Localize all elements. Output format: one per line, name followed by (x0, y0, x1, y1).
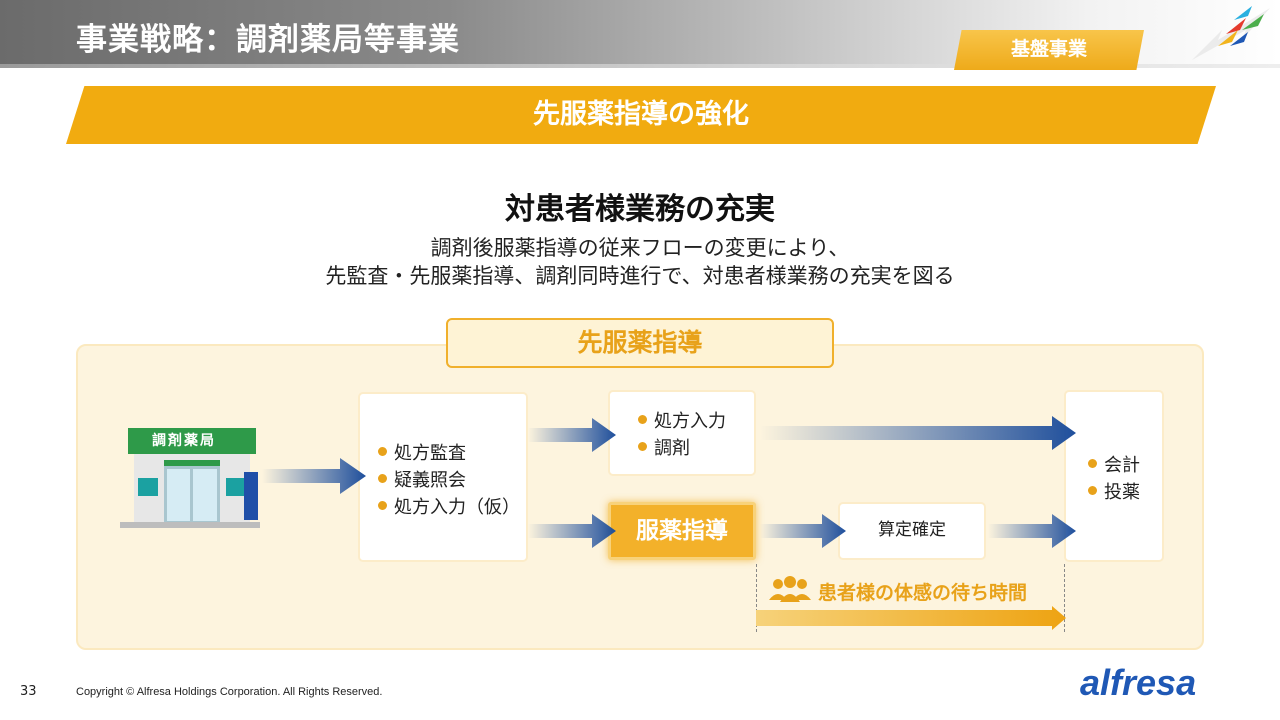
bullet-icon (638, 415, 647, 424)
pharmacy-store-icon: 調剤薬局 (120, 428, 260, 528)
store-sign: 調剤薬局 (128, 428, 256, 454)
store-door-divider (190, 466, 193, 524)
page-title: 事業戦略：調剤薬局等事業 (76, 22, 460, 58)
store-awning (164, 460, 220, 466)
dispensing-box (608, 390, 756, 476)
section-banner (66, 86, 1216, 144)
calc-label: 算定確定 (878, 520, 946, 540)
bullet-icon (378, 501, 387, 510)
bullet-icon (378, 447, 387, 456)
store-window-right (226, 478, 246, 496)
flow-diagram-area (76, 344, 1204, 650)
subheading: 対患者様業務の充実 (505, 192, 775, 227)
arrow-right-icon (528, 418, 616, 452)
arrow-right-icon (760, 514, 846, 548)
description-line-1: 調剤後服薬指導の従来フローの変更により、 (430, 236, 850, 260)
people-icon (769, 576, 811, 602)
list-item: 投薬 (1088, 477, 1140, 504)
bullet-icon (638, 442, 647, 451)
list-item: 処方入力 (638, 406, 726, 433)
copyright-text: Copyright © Alfresa Holdings Corporation… (76, 686, 383, 698)
arrow-right-icon (262, 458, 366, 494)
page-number: 33 (20, 684, 37, 699)
prescription-check-list: 処方監査 疑義照会 処方入力（仮） (378, 438, 520, 519)
medication-guidance-box: 服薬指導 (608, 502, 756, 560)
list-item: 会計 (1088, 450, 1140, 477)
store-floor (120, 522, 260, 528)
store-window-left (138, 478, 158, 496)
flow-section-label: 先服薬指導 (446, 318, 834, 368)
calc-box (838, 502, 986, 560)
list-item: 疑義照会 (378, 465, 520, 492)
list-item: 処方入力（仮） (378, 492, 520, 519)
store-side-plate (244, 472, 258, 520)
category-badge: 基盤事業 (954, 30, 1144, 70)
header-stripe (0, 64, 1280, 68)
wait-time-label: 患者様の体感の待ち時間 (818, 582, 1028, 604)
wait-end-marker (1064, 564, 1065, 632)
list-item: 調剤 (638, 433, 726, 460)
bullet-icon (1088, 459, 1097, 468)
arrow-right-icon (988, 514, 1076, 548)
checkout-list: 会計 投薬 (1088, 450, 1140, 504)
dispensing-list: 処方入力 調剤 (638, 406, 726, 460)
section-banner-title: 先服薬指導の強化 (533, 99, 749, 130)
bullet-icon (378, 474, 387, 483)
description-line-2: 先監査・先服薬指導、調剤同時進行で、対患者様業務の充実を図る (325, 264, 955, 288)
checkout-box (1064, 390, 1164, 562)
list-item: 処方監査 (378, 438, 520, 465)
corporate-logo-mark-icon (1192, 6, 1270, 60)
wait-start-marker (756, 564, 757, 632)
bullet-icon (1088, 486, 1097, 495)
arrow-right-icon (760, 416, 1076, 450)
brand-logo: alfresa (1080, 662, 1197, 703)
wait-time-arrow-icon (756, 606, 1066, 630)
arrow-right-icon (528, 514, 616, 548)
